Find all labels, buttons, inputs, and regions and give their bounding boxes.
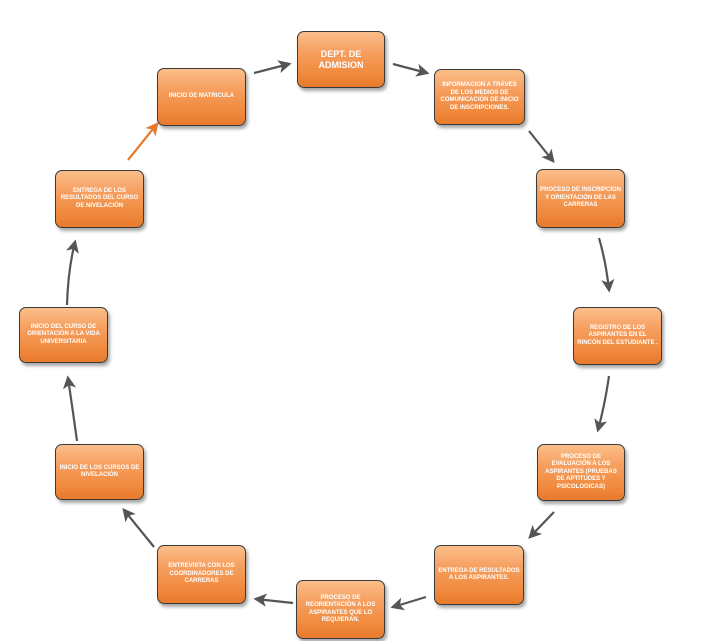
node-dept-admision: DEPT. DE ADMISION [297, 31, 385, 88]
node-label: INFORMACION A TRÁVES DE LOS MEDIOS DE CO… [440, 82, 519, 111]
node-label: INICIO DEL CURSO DE ORIENTACIÓN A LA VID… [27, 323, 100, 345]
arrow-reorientacion-to-entrevista [253, 593, 294, 607]
node-entrevista: ENTREVISTA CON LOS COORDINADORES DE CARR… [157, 545, 246, 604]
node-entrega-resultados: ENTREGA DE RESULTADOS A LOS ASPIRANTES. [434, 545, 524, 605]
node-inicio-matricula: INICIO DE MATRICULA [157, 68, 246, 126]
node-proceso-inscripcion: PROCESO DE INSCRIPCION Y ORIENTACIÓN DE … [536, 169, 625, 228]
node-registro: REGISTRO DE LOS ASPIRANTES EN EL RINCÓN … [573, 307, 662, 365]
node-label: ENTREGA DE RESULTADOS A LOS ASPIRANTES. [438, 567, 520, 582]
node-label: ENTREGA DE LOS RESULTADOS DEL CURSO DE N… [60, 187, 139, 209]
node-label: DEPT. DE ADMISION [318, 48, 364, 70]
arrow-entrega-to-reorientacion [390, 595, 427, 611]
node-informacion: INFORMACION A TRÁVES DE LOS MEDIOS DE CO… [434, 69, 525, 125]
node-proceso-evaluacion: PROCESO DE EVALUACIÓN A LOS ASPIRANTES (… [537, 444, 625, 501]
node-label: ENTREVISTA CON LOS COORDINADORES DE CARR… [168, 563, 235, 585]
arrow-inscripcion-to-registro [597, 237, 615, 293]
arrow-admision-to-informacion [392, 62, 430, 77]
node-inicio-cursos-nivelacion: INICIO DE LOS CURSOS DE NIVELACIÓN [55, 444, 144, 500]
node-label: PROCESO DE EVALUACIÓN A LOS ASPIRANTES (… [545, 453, 617, 490]
arrow-informacion-to-inscripcion [528, 130, 555, 164]
arrow-registro-to-evaluacion [594, 375, 611, 433]
node-label: REGISTRO DE LOS ASPIRANTES EN EL RINCÓN … [577, 324, 658, 346]
arrow-evaluacion-to-entrega [528, 511, 555, 539]
node-label: PROCESO DE INSCRIPCION Y ORIENTACIÓN DE … [540, 187, 622, 209]
arrow-orientacion-to-resultados [65, 239, 79, 306]
node-entrega-resultados-nivelacion: ENTREGA DE LOS RESULTADOS DEL CURSO DE N… [55, 170, 144, 228]
node-label: INICIO DE LOS CURSOS DE NIVELACIÓN [59, 464, 140, 479]
arrow-matricula-to-admision [253, 60, 292, 75]
arrow-resultados-to-matricula [127, 121, 159, 161]
arrow-cursos-to-orientacion [63, 375, 79, 442]
arrow-entrevista-to-cursos [122, 507, 155, 548]
node-reorientacion: PROCESO DE REORIENTACIÓN A LOS ASPIRANTE… [296, 580, 385, 639]
node-inicio-curso-orientacion: INICIO DEL CURSO DE ORIENTACIÓN A LA VID… [19, 307, 108, 363]
node-label: INICIO DE MATRICULA [168, 93, 235, 100]
node-label: PROCESO DE REORIENTACIÓN A LOS ASPIRANTE… [305, 594, 376, 624]
